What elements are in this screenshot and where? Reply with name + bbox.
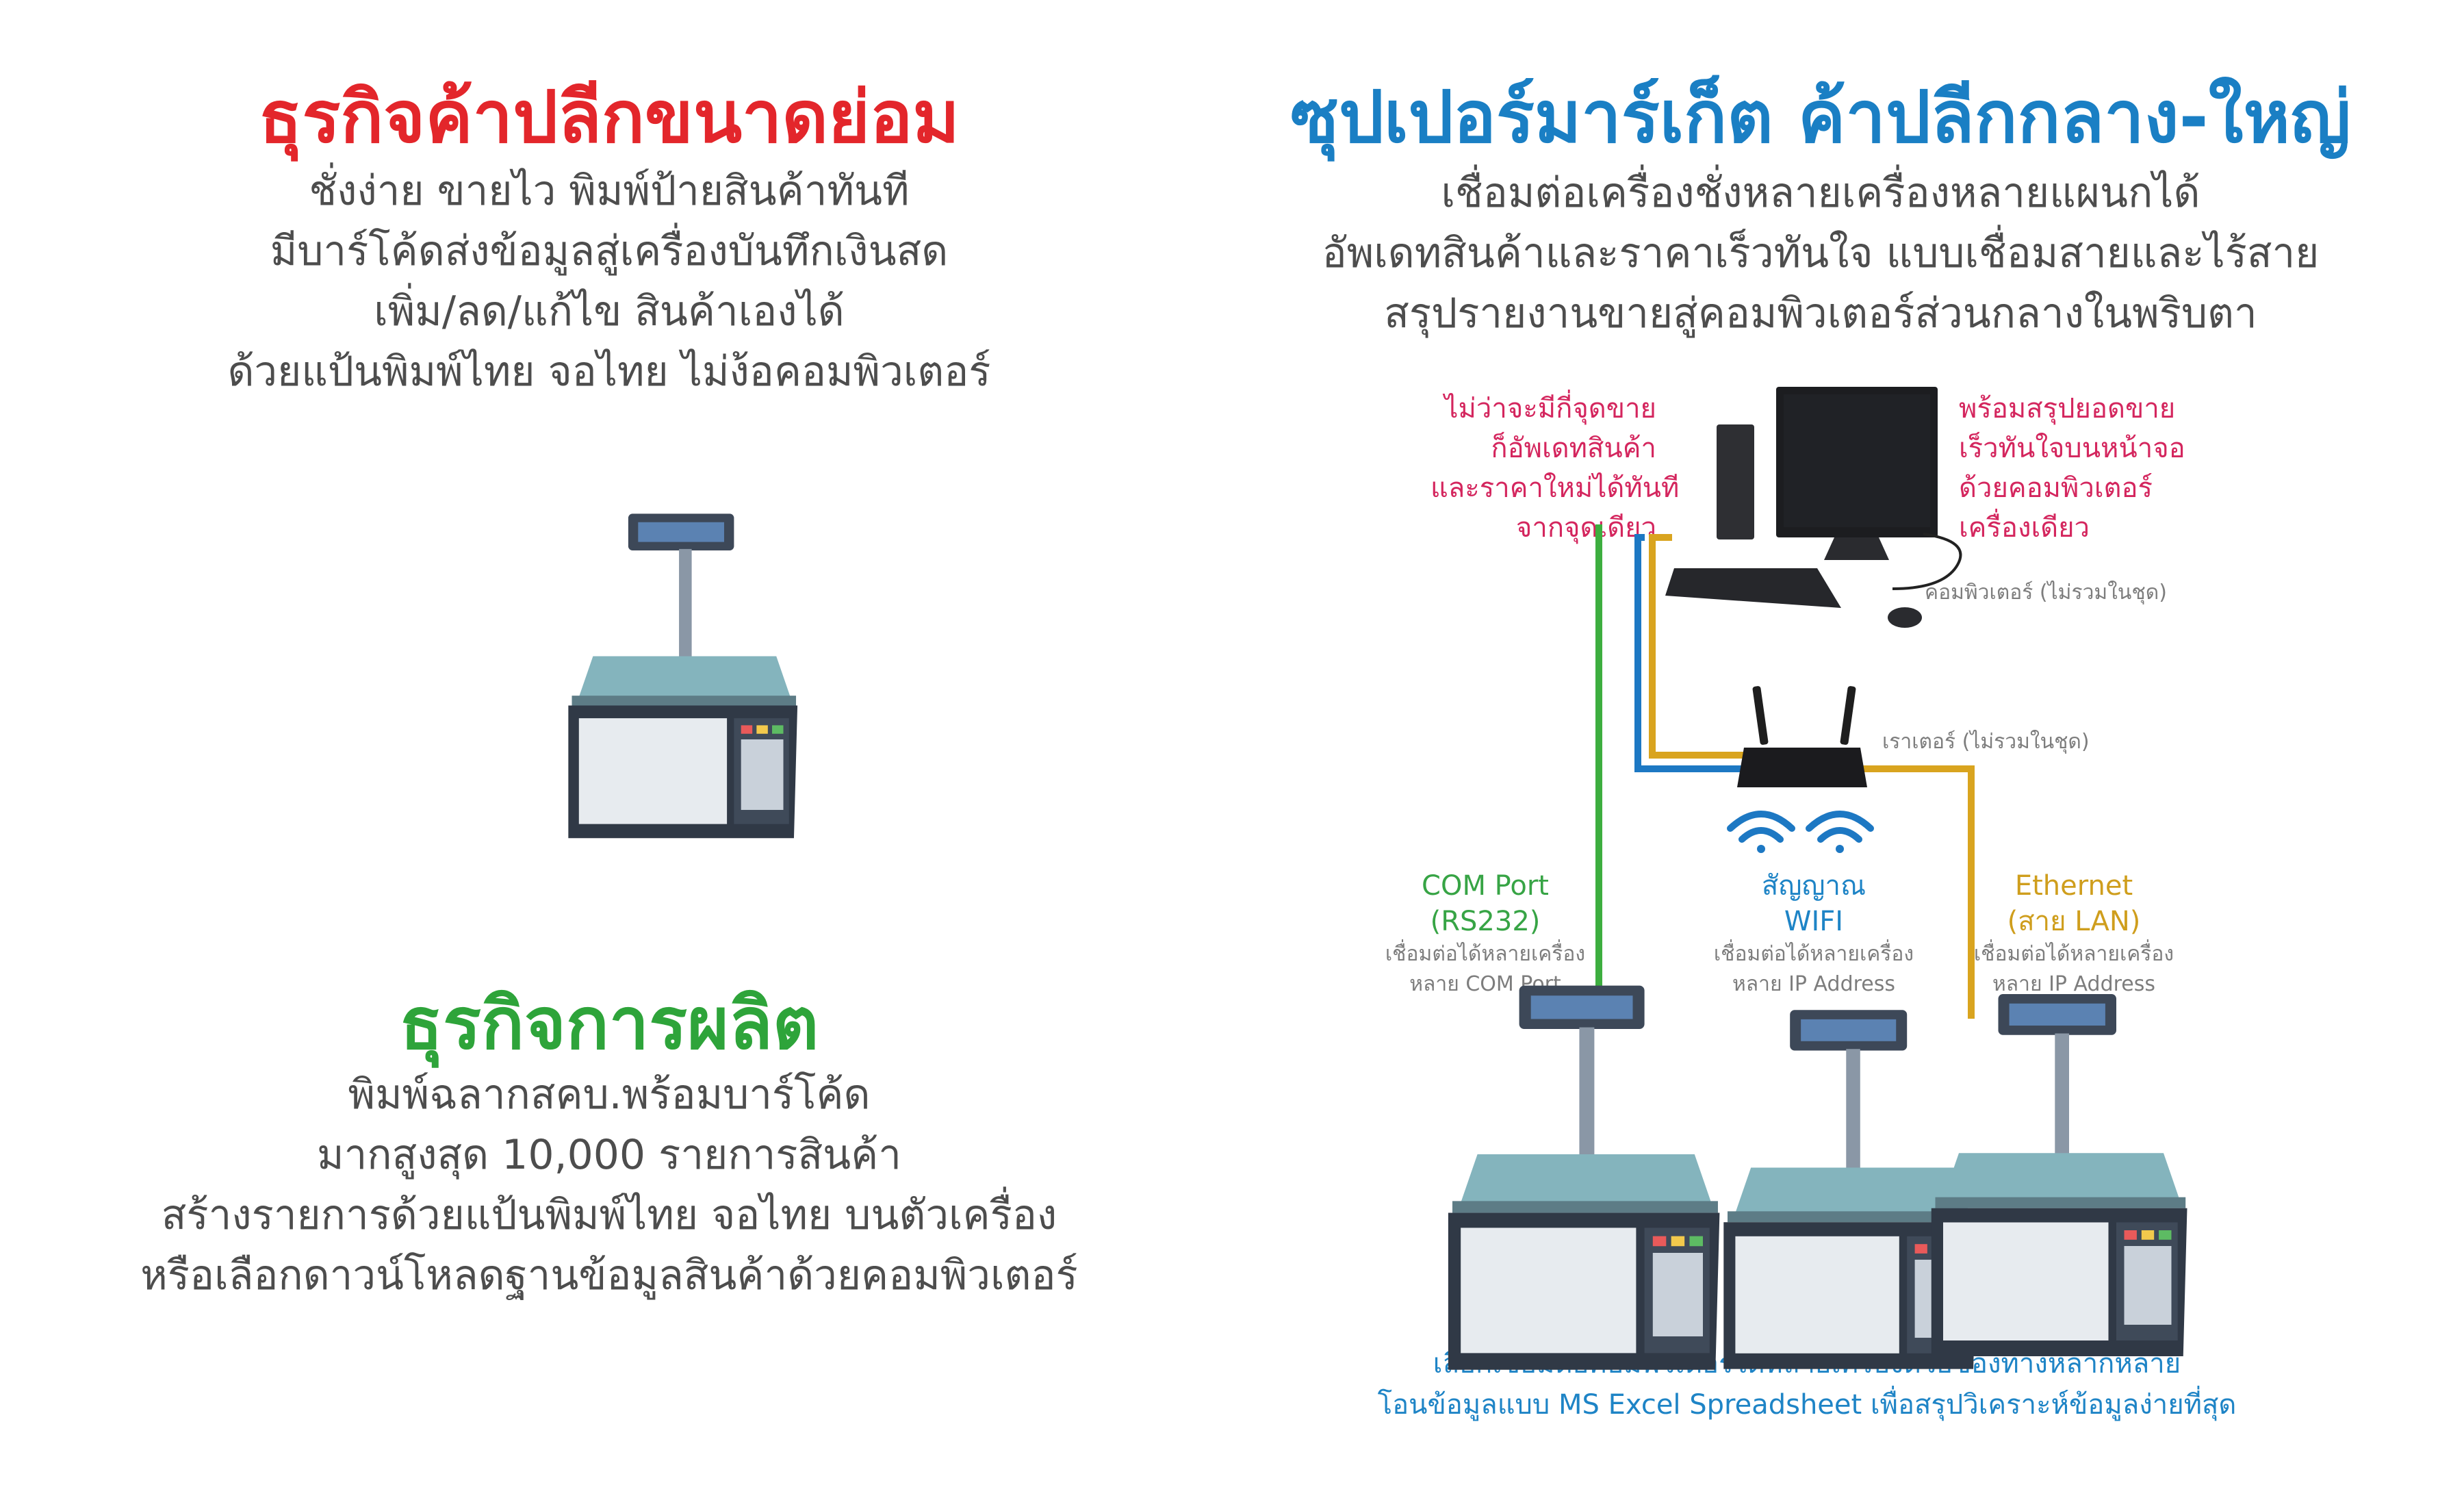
wifi-sub: WIFI [1784,906,1844,937]
ethernet-desc: หลาย IP Address [1992,972,2156,996]
retail-line: ชั่งง่าย ขายไว พิมพ์ป้ายสินค้าทันที [309,167,910,215]
note-line: ด้วยคอมพิวเตอร์ [1959,472,2153,504]
note-update-prices: ไม่ว่าจะมีกี่จุดขาย ก็อัพเดทสินค้า และรา… [1430,389,1680,548]
note-line: จากจุดเดียว [1515,512,1656,544]
supermarket-line: อัพเดทสินค้าและราคาเร็วทันใจ แบบเชื่อมสา… [1322,229,2320,277]
wifi-icon [1727,811,1874,853]
wifi-title: สัญญาณ [1761,870,1866,902]
router-caption: เราเตอร์ (ไม่รวมในชุด) [1882,730,2090,754]
ethernet-desc: เชื่อมต่อได้หลายเครื่อง [1973,942,2174,966]
wifi-desc: เชื่อมต่อได้หลายเครื่อง [1713,942,1914,966]
supermarket-line: สรุปรายงานขายสู่คอมพิวเตอร์ส่วนกลางในพริ… [1384,290,2257,338]
supermarket-description: เชื่อมต่อเครื่องชั่งหลายเครื่องหลายแผนกไ… [1232,163,2409,344]
manufacturing-line: พิมพ์ฉลากสคบ.พร้อมบาร์โค้ด [348,1071,871,1119]
footer-line: โอนข้อมูลแบบ MS Excel Spreadsheet เพื่อส… [1377,1389,2237,1421]
com-port-title: COM Port [1422,870,1549,902]
manufacturing-line: หรือเลือกดาวน์โหลดฐานข้อมูลสินค้าด้วยคอม… [140,1251,1078,1299]
note-line: เร็วทันใจบนหน้าจอ [1959,433,2185,464]
computer-caption: คอมพิวเตอร์ (ไม่รวมในชุด) [1925,581,2167,605]
lan-cable-yellow-scale [1860,765,1975,1019]
manufacturing-description: พิมพ์ฉลากสคบ.พร้อมบาร์โค้ด มากสูงสุด 10,… [0,1065,1218,1306]
wifi-label: สัญญาณ WIFI เชื่อมต่อได้หลายเครื่อง หลาย… [1684,868,1944,1000]
supermarket-title: ซุปเปอร์มาร์เก็ต ค้าปลีกกลาง-ใหญ่ [1290,75,2351,159]
manufacturing-line: มากสูงสุด 10,000 รายการสินค้า [317,1131,901,1179]
computer-icon [1717,387,1962,590]
scale-icon [568,513,798,839]
com-port-desc: เชื่อมต่อได้หลายเครื่อง [1385,942,1586,966]
note-line: เครื่องเดียว [1959,512,2090,544]
ethernet-title: Ethernet [2014,870,2133,902]
supermarket-line: เชื่อมต่อเครื่องชั่งหลายเครื่องหลายแผนกไ… [1441,169,2200,217]
note-sales-summary: พร้อมสรุปยอดขาย เร็วทันใจบนหน้าจอ ด้วยคอ… [1959,389,2185,548]
note-line: ไม่ว่าจะมีกี่จุดขาย [1444,393,1656,424]
scale-icon [1931,994,2187,1356]
keyboard-icon [1665,568,1841,608]
com-port-sub: (RS232) [1430,906,1541,937]
mouse-icon [1888,607,1922,628]
wifi-cable-blue [1634,534,1749,772]
router-icon [1737,686,1867,787]
note-line: และราคาใหม่ได้ทันที [1430,472,1680,504]
ethernet-sub: (สาย LAN) [2007,906,2141,937]
note-line: พร้อมสรุปยอดขาย [1959,393,2176,424]
retail-title: ธุรกิจค้าปลีกขนาดย่อม [258,75,960,159]
retail-line: เพิ่ม/ลด/แก้ไข สินค้าเองได้ [374,288,845,335]
lan-cable-yellow-pc [1649,534,1749,759]
ethernet-label: Ethernet (สาย LAN) เชื่อมต่อได้หลายเครื่… [1944,868,2204,1000]
scale-icon [1448,985,1720,1370]
retail-description: ชั่งง่าย ขายไว พิมพ์ป้ายสินค้าทันที มีบา… [0,161,1218,402]
retail-line: มีบาร์โค้ดส่งข้อมูลสู่เครื่องบันทึกเงินส… [270,227,949,275]
manufacturing-line: สร้างรายการด้วยแป้นพิมพ์ไทย จอไทย บนตัวเ… [161,1191,1057,1239]
note-line: ก็อัพเดทสินค้า [1491,433,1656,464]
wifi-desc: หลาย IP Address [1732,972,1896,996]
retail-line: ด้วยแป้นพิมพ์ไทย จอไทย ไม่ง้อคอมพิวเตอร์ [227,348,991,396]
manufacturing-title: ธุรกิจการผลิต [399,982,819,1065]
